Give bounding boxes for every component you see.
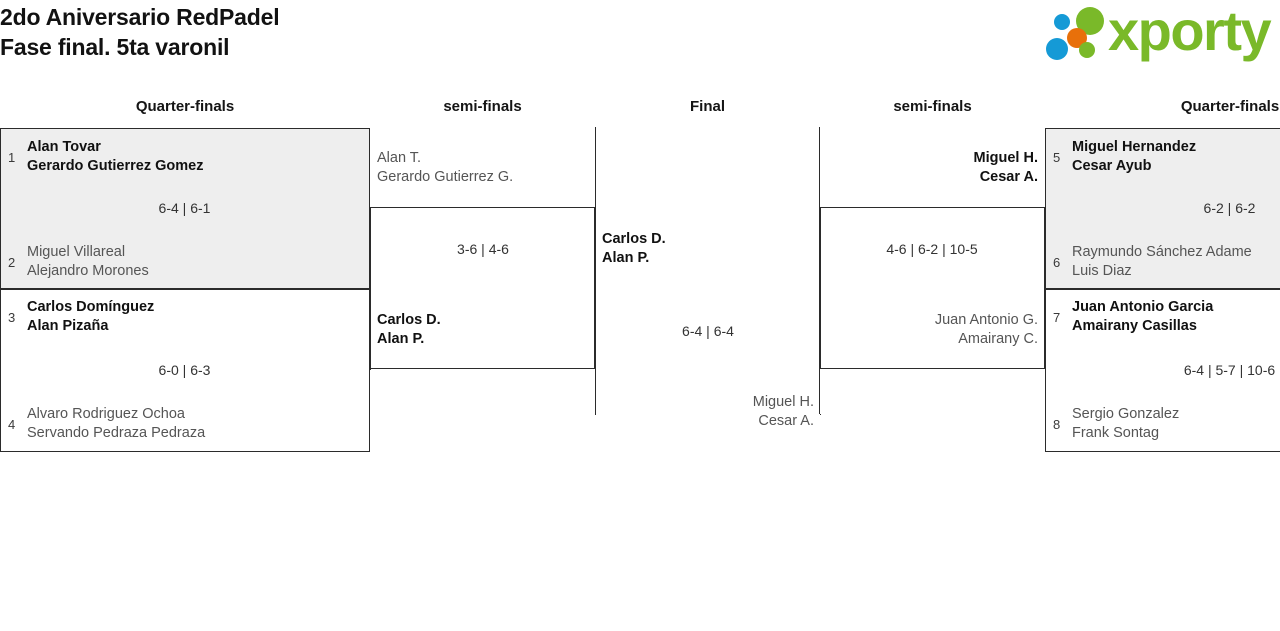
score-quarter-final-2: 6-0 | 6-3 — [158, 362, 211, 378]
match-semi-final-2[interactable] — [820, 207, 1045, 369]
player-name: Alvaro Rodriguez Ochoa — [27, 406, 185, 422]
team-semi-final-2-bottom[interactable]: Juan Antonio G. Amairany C. — [826, 311, 1038, 349]
team-quarter-final-2-top[interactable]: Carlos Domínguez Alan Pizaña — [27, 298, 154, 336]
logo-wordmark: xporty — [1108, 0, 1272, 62]
connector-qf1-to-sf1 — [370, 207, 371, 208]
match-quarter-final-3[interactable] — [1045, 128, 1280, 289]
player-name: Frank Sontag — [1072, 425, 1160, 441]
page-header: 2do Aniversario RedPadel Fase final. 5ta… — [0, 0, 1280, 88]
player-name: Alejandro Morones — [27, 263, 149, 279]
team-quarter-final-4-top[interactable]: Juan Antonio Garcia Amairany Casillas — [1072, 298, 1213, 336]
score-quarter-final-3: 6-2 | 6-2 — [1203, 200, 1256, 216]
player-name: Gerardo Gutierrez Gomez — [27, 158, 204, 174]
team-final-bottom[interactable]: Miguel H. Cesar A. — [602, 393, 814, 431]
seed-number-1: 1 — [8, 150, 16, 165]
player-name: Gerardo Gutierrez G. — [377, 169, 514, 185]
player-name: Miguel H. — [973, 150, 1038, 166]
logo-dots-icon — [1046, 4, 1112, 62]
player-name: Cesar A. — [979, 169, 1038, 185]
player-name: Alan Tovar — [27, 139, 101, 155]
final-box-right-edge — [819, 127, 820, 414]
seed-number-5: 5 — [1053, 150, 1061, 165]
player-name: Alan P. — [602, 250, 650, 266]
logo-dot-green-small — [1079, 42, 1095, 58]
score-semi-final-1: 3-6 | 4-6 — [457, 241, 509, 257]
team-quarter-final-2-bottom[interactable]: Alvaro Rodriguez Ochoa Servando Pedraza … — [27, 405, 205, 443]
match-semi-final-1[interactable] — [370, 207, 595, 369]
seed-number-6: 6 — [1053, 255, 1061, 270]
round-header-final: Final — [689, 98, 725, 115]
round-header-semi-finals-right: semi-finals — [893, 98, 972, 115]
round-header-quarter-finals-right: Quarter-finals — [1180, 98, 1280, 115]
player-name: Amairany C. — [958, 331, 1038, 347]
logo-dot-blue-small — [1054, 14, 1070, 30]
player-name: Carlos D. — [602, 231, 666, 247]
player-name: Luis Diaz — [1072, 263, 1132, 279]
score-quarter-final-1: 6-4 | 6-1 — [158, 200, 211, 216]
score-final: 6-4 | 6-4 — [682, 323, 734, 339]
player-name: Carlos Domínguez — [27, 299, 155, 315]
round-header-quarter-finals-left: Quarter-finals — [135, 98, 235, 115]
team-quarter-final-3-top[interactable]: Miguel Hernandez Cesar Ayub — [1072, 138, 1196, 176]
player-name: Miguel Villareal — [27, 244, 126, 260]
connector-sf1-to-final — [595, 414, 596, 415]
player-name: Miguel Hernandez — [1072, 139, 1197, 155]
team-semi-final-1-bottom[interactable]: Carlos D. Alan P. — [377, 311, 441, 349]
connector-sf2-to-final — [820, 414, 821, 415]
player-name: Juan Antonio Garcia — [1072, 299, 1214, 315]
player-name: Alan Pizaña — [27, 318, 109, 334]
score-semi-final-2: 4-6 | 6-2 | 10-5 — [886, 241, 978, 257]
match-quarter-final-2[interactable] — [0, 289, 370, 452]
player-name: Amairany Casillas — [1072, 318, 1197, 334]
connector-qf2-to-sf1 — [370, 369, 371, 370]
tournament-name: 2do Aniversario RedPadel — [0, 4, 280, 30]
tournament-phase: Fase final. 5ta varonil — [0, 34, 230, 60]
xporty-logo[interactable]: xporty — [1046, 0, 1274, 66]
seed-number-4: 4 — [8, 417, 16, 432]
round-header-semi-finals-left: semi-finals — [443, 98, 522, 115]
seed-number-8: 8 — [1053, 417, 1061, 432]
score-quarter-final-4: 6-4 | 5-7 | 10-6 — [1183, 362, 1276, 378]
logo-dot-blue-large — [1046, 38, 1068, 60]
player-name: Alan T. — [377, 150, 422, 166]
player-name: Cesar Ayub — [1072, 158, 1152, 174]
player-name: Raymundo Sánchez Adame — [1072, 244, 1252, 260]
player-name: Sergio Gonzalez — [1072, 406, 1180, 422]
match-quarter-final-1[interactable] — [0, 128, 370, 289]
seed-number-3: 3 — [8, 310, 16, 325]
team-semi-final-1-top[interactable]: Alan T. Gerardo Gutierrez G. — [377, 149, 513, 187]
match-quarter-final-4[interactable] — [1045, 289, 1280, 452]
player-name: Alan P. — [377, 331, 425, 347]
final-box-left-edge — [595, 127, 596, 414]
seed-number-7: 7 — [1053, 310, 1061, 325]
seed-number-2: 2 — [8, 255, 16, 270]
player-name: Juan Antonio G. — [934, 312, 1038, 328]
team-quarter-final-3-bottom[interactable]: Raymundo Sánchez Adame Luis Diaz — [1072, 243, 1252, 281]
team-final-top[interactable]: Carlos D. Alan P. — [602, 230, 666, 268]
team-quarter-final-1-top[interactable]: Alan Tovar Gerardo Gutierrez Gomez — [27, 138, 203, 176]
player-name: Carlos D. — [377, 312, 441, 328]
team-quarter-final-1-bottom[interactable]: Miguel Villareal Alejandro Morones — [27, 243, 149, 281]
player-name: Servando Pedraza Pedraza — [27, 425, 206, 441]
player-name: Cesar A. — [758, 413, 814, 429]
team-semi-final-2-top[interactable]: Miguel H. Cesar A. — [826, 149, 1038, 187]
player-name: Miguel H. — [752, 394, 814, 410]
page-title: 2do Aniversario RedPadel Fase final. 5ta… — [0, 2, 280, 62]
team-quarter-final-4-bottom[interactable]: Sergio Gonzalez Frank Sontag — [1072, 405, 1179, 443]
